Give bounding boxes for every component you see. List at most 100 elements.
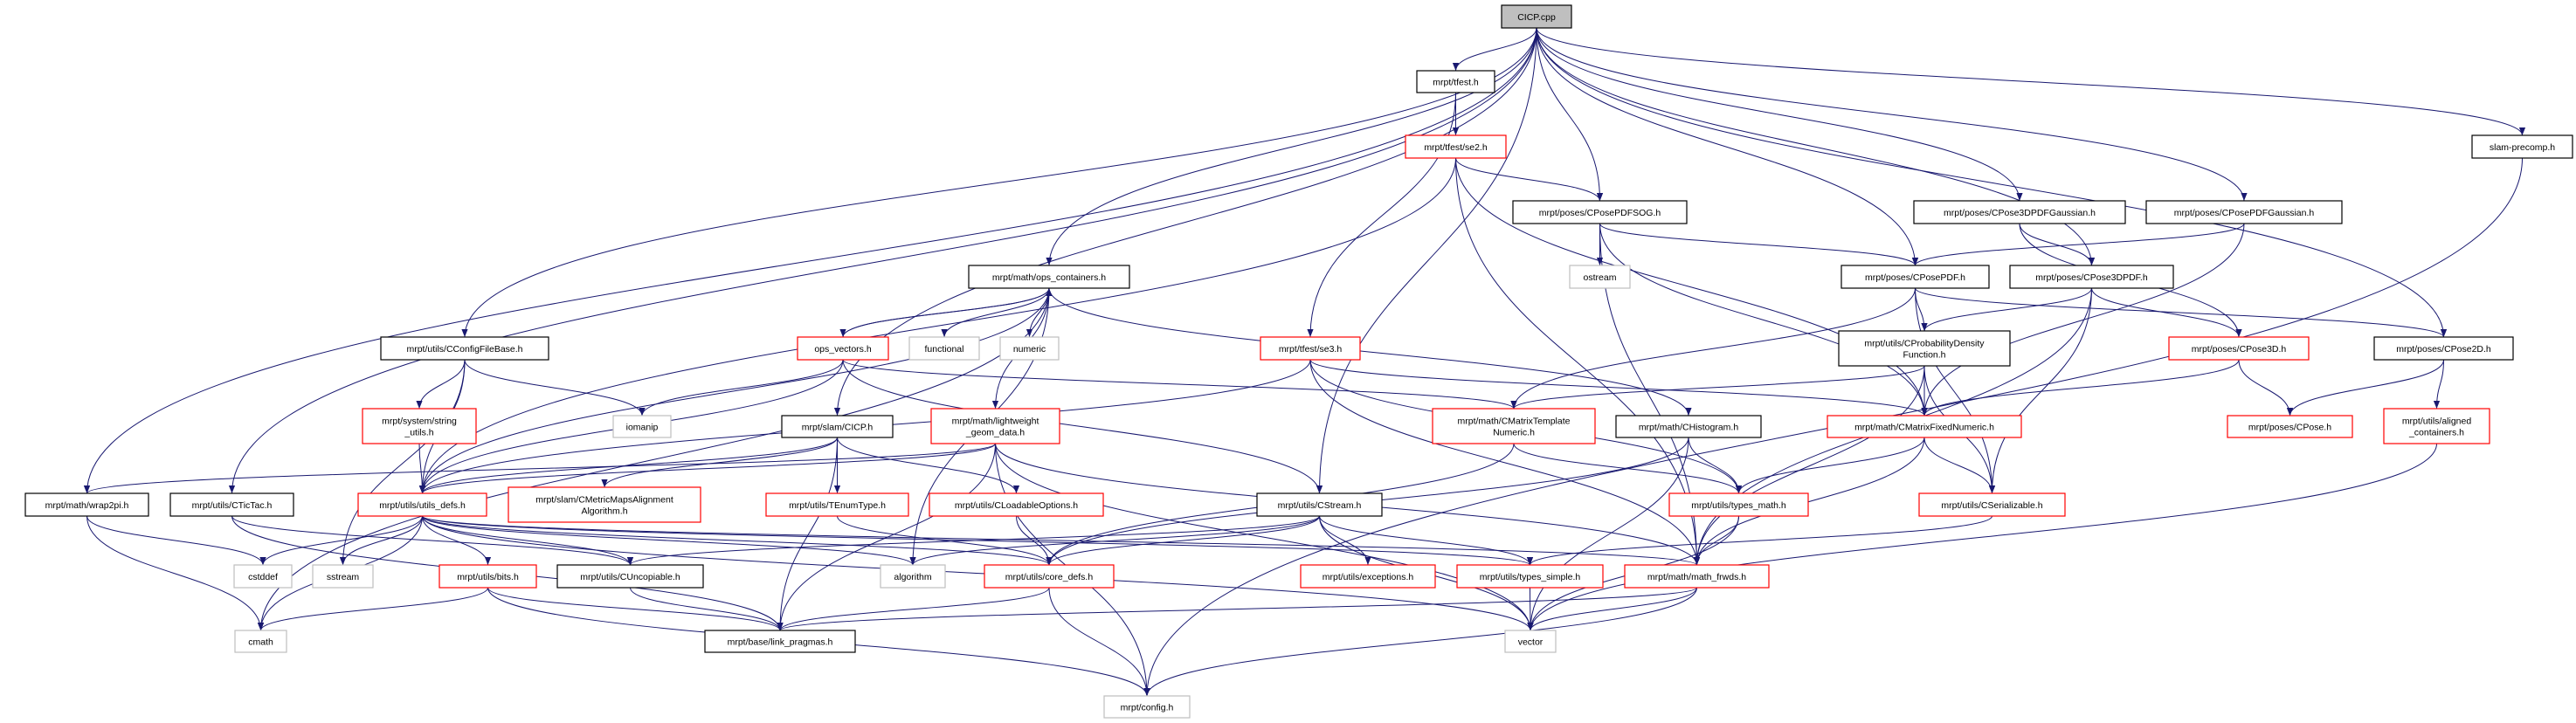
node-pose3dpdfgaussian[interactable]: mrpt/poses/CPose3DPDFGaussian.h xyxy=(1913,200,2126,224)
node-label: vector xyxy=(1518,637,1544,648)
node-box xyxy=(2168,336,2310,361)
node-ops_containers[interactable]: mrpt/math/ops_containers.h xyxy=(968,265,1130,289)
node-se2[interactable]: mrpt/tfest/se2.h xyxy=(1405,134,1507,159)
edge-probdensity-to-matrixtemplate xyxy=(1510,365,1925,410)
node-wrap2pi[interactable]: mrpt/math/wrap2pi.h xyxy=(24,492,149,517)
node-box xyxy=(765,492,909,517)
edge-cicp_cpp-to-wrap2pi xyxy=(83,27,1537,494)
edge-math_frwds-to-config xyxy=(1143,587,1697,697)
edge-utils_defs-to-vector xyxy=(422,515,1534,631)
node-box xyxy=(968,265,1130,289)
node-box xyxy=(1918,492,2066,517)
node-box xyxy=(2383,408,2490,444)
node-pose2d[interactable]: mrpt/poses/CPose2D.h xyxy=(2373,336,2514,361)
edge-pose2d-to-aligned xyxy=(2433,359,2444,410)
edge-cicp_cpp-to-posepdfgaussian xyxy=(1536,27,2248,202)
edge-configfilebase-to-string_utils xyxy=(416,359,466,410)
edge-bits-to-cmath xyxy=(257,587,488,631)
edge-utils_defs-to-math_frwds xyxy=(422,515,1700,566)
node-core_defs[interactable]: mrpt/utils/core_defs.h xyxy=(984,564,1115,589)
node-bits[interactable]: mrpt/utils/bits.h xyxy=(439,564,537,589)
node-label: Algorithm.h xyxy=(581,506,627,517)
edge-ops_containers-to-functional xyxy=(941,287,1050,338)
edge-cicp_cpp-to-ops_containers xyxy=(1046,27,1537,266)
edge-serializable-to-types_simple xyxy=(1527,515,1992,566)
node-box xyxy=(1913,200,2126,224)
node-link_pragmas[interactable]: mrpt/base/link_pragmas.h xyxy=(704,630,856,653)
node-utils_defs[interactable]: mrpt/utils/utils_defs.h xyxy=(357,492,487,517)
edge-se2-to-posepdfsog xyxy=(1455,157,1604,202)
edge-cstream-to-algorithm xyxy=(909,515,1320,566)
node-label: mrpt/poses/CPose3DPDFGaussian.h xyxy=(1944,208,2096,218)
edge-cstream-to-types_simple xyxy=(1319,515,1534,566)
node-box xyxy=(2471,134,2573,159)
edge-pose2d-to-cpose xyxy=(2286,359,2444,417)
node-label: mrpt/math/lightweight xyxy=(952,417,1039,427)
node-cpose[interactable]: mrpt/poses/CPose.h xyxy=(2227,415,2353,438)
node-label: mrpt/poses/CPosePDFSOG.h xyxy=(1539,208,1661,218)
node-label: ostream xyxy=(1584,272,1617,283)
node-slam_precomp[interactable]: slam-precomp.h xyxy=(2471,134,2573,159)
node-label: mrpt/tfest.h xyxy=(1433,78,1479,88)
node-string_utils[interactable]: mrpt/system/string_utils.h xyxy=(362,408,477,444)
node-box xyxy=(984,564,1115,589)
node-ops_vectors[interactable]: ops_vectors.h xyxy=(797,336,889,361)
node-box xyxy=(1512,200,1688,224)
node-uncopiable[interactable]: mrpt/utils/CUncopiable.h xyxy=(556,564,704,589)
node-metricmaps[interactable]: mrpt/slam/CMetricMapsAlignmentAlgorithm.… xyxy=(508,486,701,523)
edge-pose3dpdf-to-serializable xyxy=(1988,287,2092,494)
node-posepdfgaussian[interactable]: mrpt/poses/CPosePDFGaussian.h xyxy=(2145,200,2343,224)
node-label: mrpt/config.h xyxy=(1121,703,1174,713)
node-types_math[interactable]: mrpt/utils/types_math.h xyxy=(1668,492,1809,517)
node-pose3d[interactable]: mrpt/poses/CPose3D.h xyxy=(2168,336,2310,361)
node-box xyxy=(930,408,1060,444)
node-pose3dpdf[interactable]: mrpt/poses/CPose3DPDF.h xyxy=(2009,265,2174,289)
node-box xyxy=(1615,415,1762,438)
node-types_simple[interactable]: mrpt/utils/types_simple.h xyxy=(1456,564,1604,589)
node-lightweight[interactable]: mrpt/math/lightweight_geom_data.h xyxy=(930,408,1060,444)
edge-ops_containers-to-histogram xyxy=(1048,287,1692,417)
node-serializable[interactable]: mrpt/utils/CSerializable.h xyxy=(1918,492,2066,517)
node-tfest[interactable]: mrpt/tfest.h xyxy=(1416,70,1495,93)
node-label: mrpt/poses/CPose2D.h xyxy=(2396,344,2491,355)
node-label: mrpt/math/CHistogram.h xyxy=(1639,423,1739,433)
edge-matrixfixed-to-math_frwds xyxy=(1693,437,1925,566)
node-slam_cicp[interactable]: mrpt/slam/CICP.h xyxy=(781,415,894,438)
node-cstream[interactable]: mrpt/utils/CStream.h xyxy=(1256,492,1383,517)
edge-types_simple-to-vector xyxy=(1527,587,1534,631)
node-loadable[interactable]: mrpt/utils/CLoadableOptions.h xyxy=(929,492,1104,517)
edge-slam_cicp-to-utils_defs xyxy=(419,437,838,494)
node-box xyxy=(234,630,287,653)
node-box xyxy=(1624,564,1770,589)
edge-pose3dpdf-to-pose3d xyxy=(2091,287,2242,338)
node-matrixfixed[interactable]: mrpt/math/CMatrixFixedNumeric.h xyxy=(1827,415,2022,438)
node-box xyxy=(1840,265,1990,289)
node-posepdfsog[interactable]: mrpt/poses/CPosePDFSOG.h xyxy=(1512,200,1688,224)
edge-ops_vectors-to-cstream xyxy=(842,359,1323,494)
node-cicp_cpp[interactable]: CICP.cpp xyxy=(1501,4,1572,29)
node-label: mrpt/math/CMatrixTemplate xyxy=(1458,417,1571,427)
node-histogram[interactable]: mrpt/math/CHistogram.h xyxy=(1615,415,1762,438)
node-box xyxy=(704,630,856,653)
node-exceptions[interactable]: mrpt/utils/exceptions.h xyxy=(1300,564,1436,589)
edge-posepdfsog-to-posepdf xyxy=(1599,223,1918,266)
node-tictac[interactable]: mrpt/utils/CTicTac.h xyxy=(169,492,294,517)
node-configfilebase[interactable]: mrpt/utils/CConfigFileBase.h xyxy=(380,336,549,361)
node-iomanip: iomanip xyxy=(612,415,672,438)
node-aligned[interactable]: mrpt/utils/aligned_containers.h xyxy=(2383,408,2490,444)
node-posepdf[interactable]: mrpt/poses/CPosePDF.h xyxy=(1840,265,1990,289)
node-label: mrpt/utils/CTicTac.h xyxy=(192,500,273,511)
node-enumtype[interactable]: mrpt/utils/TEnumType.h xyxy=(765,492,909,517)
node-vector: vector xyxy=(1504,630,1557,653)
edge-math_frwds-to-link_pragmas xyxy=(777,587,1697,631)
edge-matrixfixed-to-serializable xyxy=(1923,437,1996,494)
node-sstream: sstream xyxy=(312,564,374,589)
node-label: mrpt/system/string xyxy=(382,417,457,427)
node-se3[interactable]: mrpt/tfest/se3.h xyxy=(1260,336,1361,361)
node-label: mrpt/utils/CProbabilityDensity xyxy=(1864,339,1985,349)
node-math_frwds[interactable]: mrpt/math/math_frwds.h xyxy=(1624,564,1770,589)
node-box xyxy=(1432,408,1596,444)
